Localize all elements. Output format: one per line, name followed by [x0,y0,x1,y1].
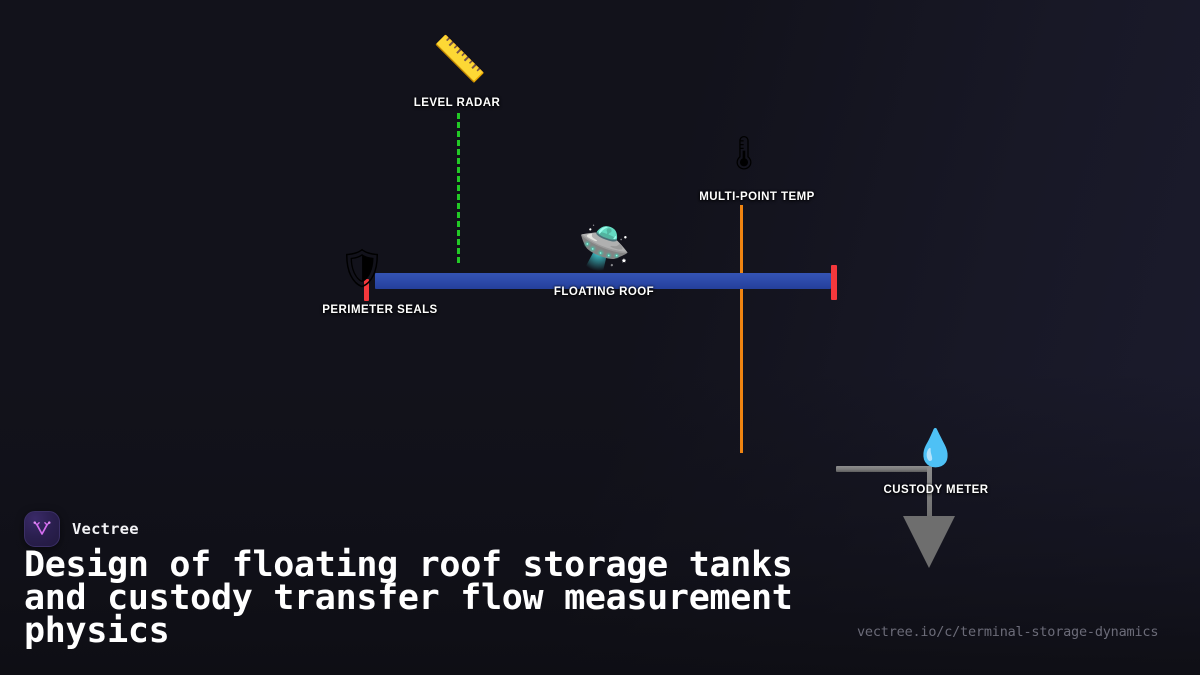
flying-saucer-icon: 🛸 [578,223,631,272]
source-url: vectree.io/c/terminal-storage-dynamics [857,624,1159,640]
node-label-perimeter-seals: PERIMETER SEALS [322,304,438,316]
custody-meter-stem [927,466,932,520]
brand-name: Vectree [72,520,139,538]
water-droplet-icon: 💧 [913,428,958,469]
roof-tick-left [364,279,369,301]
floating-roof-bar [375,273,831,289]
thermometer-icon: 🌡 [723,133,765,172]
vectree-logo-glyph [33,521,51,535]
brand-row: Vectree [24,511,139,547]
ruler-icon: 📏 [432,34,487,85]
node-label-floating-roof: FLOATING ROOF [553,286,655,298]
page-title: Design of floating roof storage tanks an… [24,545,793,651]
node-label-custody-meter: CUSTODY METER [883,484,989,496]
roof-tick-right [831,265,837,300]
custody-meter-flow-arrow [903,516,955,568]
shield-icon: 🛡 [338,246,387,290]
connector-level-radar [457,113,460,263]
vectree-logo-icon [24,511,60,547]
connector-multi-point-temp [740,205,743,453]
custody-meter-pipe [836,466,932,472]
node-label-level-radar: LEVEL RADAR [413,97,501,109]
node-label-multi-point-temp: MULTI-POINT TEMP [699,191,815,203]
